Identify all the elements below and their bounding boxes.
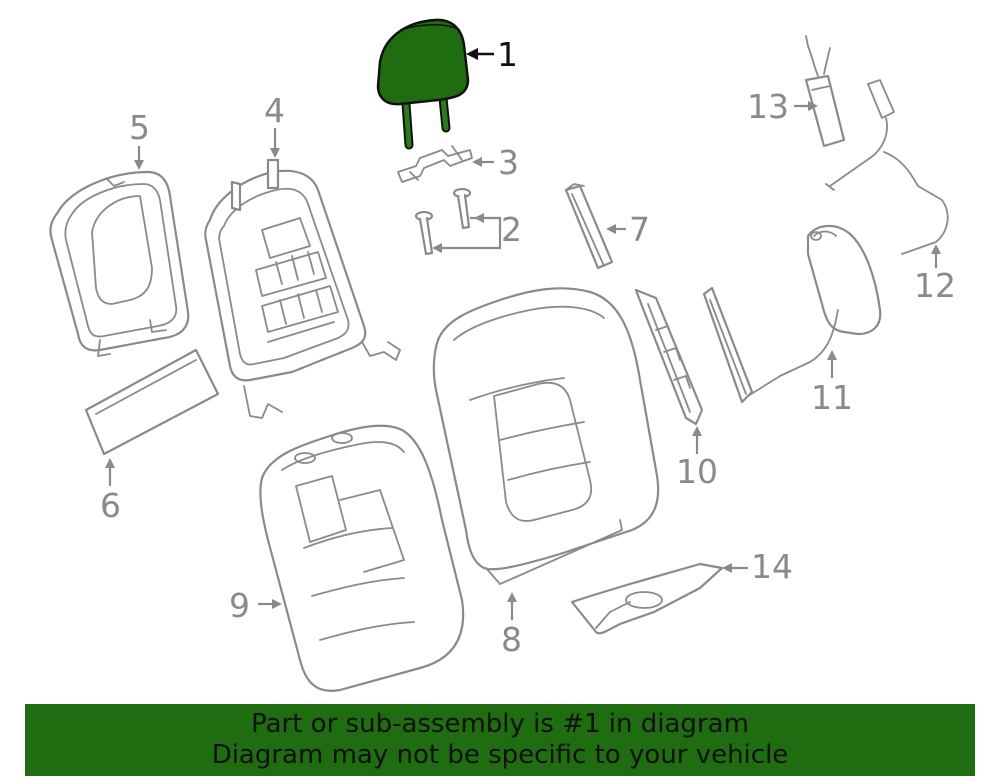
callout-4: 4 bbox=[264, 91, 285, 130]
part-6-trim-strip[interactable] bbox=[84, 348, 220, 456]
banner-line-2: Diagram may not be specific to your vehi… bbox=[211, 740, 789, 770]
part-7-strip[interactable] bbox=[564, 183, 614, 270]
callout-13: 13 bbox=[747, 87, 789, 126]
part-2-sleeves[interactable] bbox=[414, 187, 472, 256]
part-14-lower-trim[interactable] bbox=[570, 562, 724, 635]
callout-10: 10 bbox=[676, 452, 718, 491]
part-8-back-cover[interactable] bbox=[432, 287, 660, 585]
part-1-headrest[interactable] bbox=[376, 18, 470, 150]
part-13-sensor[interactable] bbox=[804, 35, 846, 148]
callout-9: 9 bbox=[229, 586, 250, 625]
callout-7: 7 bbox=[629, 210, 650, 249]
callout-12: 12 bbox=[914, 266, 956, 305]
leader-lines bbox=[105, 48, 941, 620]
callout-11: 11 bbox=[811, 378, 853, 417]
headrest-cushion bbox=[376, 18, 470, 106]
info-banner: Part or sub-assembly is #1 in diagram Di… bbox=[25, 704, 975, 776]
callout-6: 6 bbox=[100, 486, 121, 525]
part-4-seat-frame[interactable] bbox=[204, 158, 401, 419]
seat-parts-diagram: 1 2 3 4 5 6 7 8 9 10 11 12 13 14 bbox=[49, 18, 956, 692]
callout-3: 3 bbox=[498, 143, 519, 182]
part-9-cushion-pad[interactable] bbox=[259, 424, 465, 692]
part-12-harness[interactable] bbox=[825, 79, 949, 255]
part-3-guide[interactable] bbox=[397, 145, 473, 183]
callout-5: 5 bbox=[129, 108, 150, 147]
banner-line-1: Part or sub-assembly is #1 in diagram bbox=[251, 709, 749, 739]
part-5-back-panel[interactable] bbox=[49, 170, 190, 357]
callout-2: 2 bbox=[501, 210, 522, 249]
part-11-side-module[interactable] bbox=[702, 224, 882, 404]
callout-1: 1 bbox=[497, 35, 518, 74]
callout-8: 8 bbox=[501, 620, 522, 659]
callout-14: 14 bbox=[751, 547, 793, 586]
part-10-bracket[interactable] bbox=[634, 288, 704, 426]
